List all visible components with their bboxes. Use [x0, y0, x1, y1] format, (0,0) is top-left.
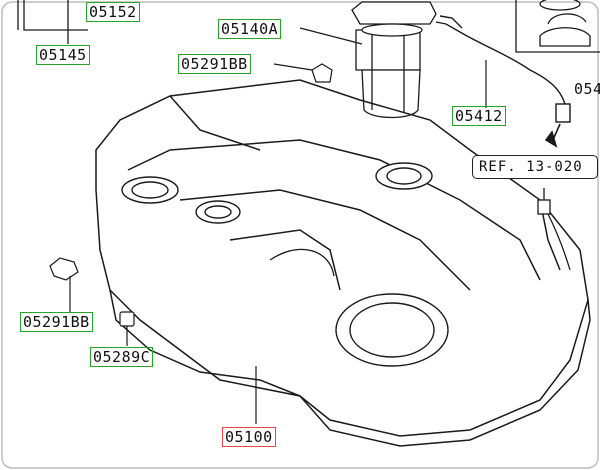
inset-box-top-right — [515, 0, 600, 53]
fuel-hose — [435, 15, 571, 123]
label-05291BB-left[interactable]: 05291BB — [20, 312, 93, 332]
tank-center-recess — [269, 248, 335, 277]
drain-plug — [119, 311, 135, 346]
side-fitting — [537, 188, 571, 271]
label-05289C[interactable]: 05289C — [90, 347, 154, 367]
label-05145[interactable]: 05145 — [36, 45, 90, 65]
arrow-to-ref — [544, 123, 561, 148]
tank-body — [95, 79, 591, 447]
leader-05140A — [299, 27, 363, 45]
label-05140A[interactable]: 05140A — [218, 19, 282, 39]
fuel-pump-module — [351, 1, 437, 119]
label-05152[interactable]: 05152 — [86, 2, 140, 22]
clip-left — [49, 257, 79, 312]
label-05291BB-top[interactable]: 05291BB — [178, 54, 251, 74]
clip-top — [273, 63, 333, 83]
leader-05152-05145 — [17, 0, 88, 44]
label-05412[interactable]: 05412 — [452, 106, 506, 126]
label-05100[interactable]: 05100 — [222, 427, 276, 447]
tank-openings — [121, 162, 449, 367]
label-054-partial[interactable]: 054 — [574, 80, 600, 98]
reference-box[interactable]: REF. 13-020 — [472, 155, 598, 179]
